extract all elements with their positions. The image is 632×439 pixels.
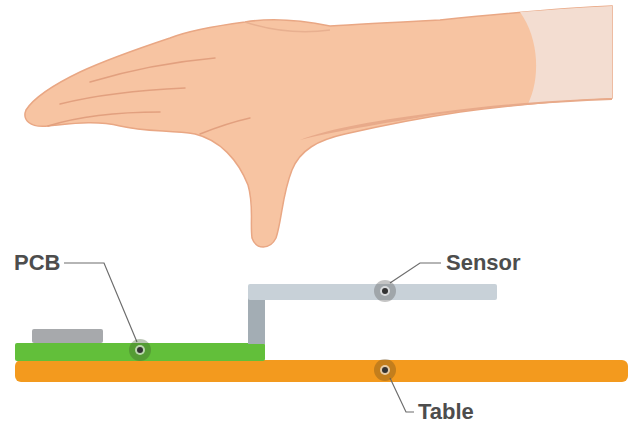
sensor-plate [248, 284, 497, 300]
leader-line [390, 378, 414, 412]
part-label: PCB [14, 251, 60, 275]
hand [25, 6, 612, 247]
finger-lines [48, 58, 250, 134]
markers [129, 280, 396, 381]
marker [380, 365, 390, 375]
marker [129, 339, 151, 361]
sensor-stem [248, 296, 265, 344]
table [15, 360, 628, 382]
leader-line [390, 263, 441, 283]
pcb-component [32, 329, 103, 343]
part-label: Table [418, 400, 474, 424]
marker [382, 367, 388, 373]
marker [374, 280, 396, 302]
marker [137, 347, 143, 353]
knuckle-line [245, 22, 330, 32]
marker [380, 286, 390, 296]
hand-skin [25, 6, 612, 247]
wrist-sleeve [520, 6, 612, 104]
hand-shadow [300, 98, 612, 140]
part-label: Sensor [446, 251, 521, 275]
leader-lines [64, 263, 441, 412]
marker [382, 288, 388, 294]
leader-line [64, 263, 137, 342]
marker [374, 359, 396, 381]
marker [135, 345, 145, 355]
